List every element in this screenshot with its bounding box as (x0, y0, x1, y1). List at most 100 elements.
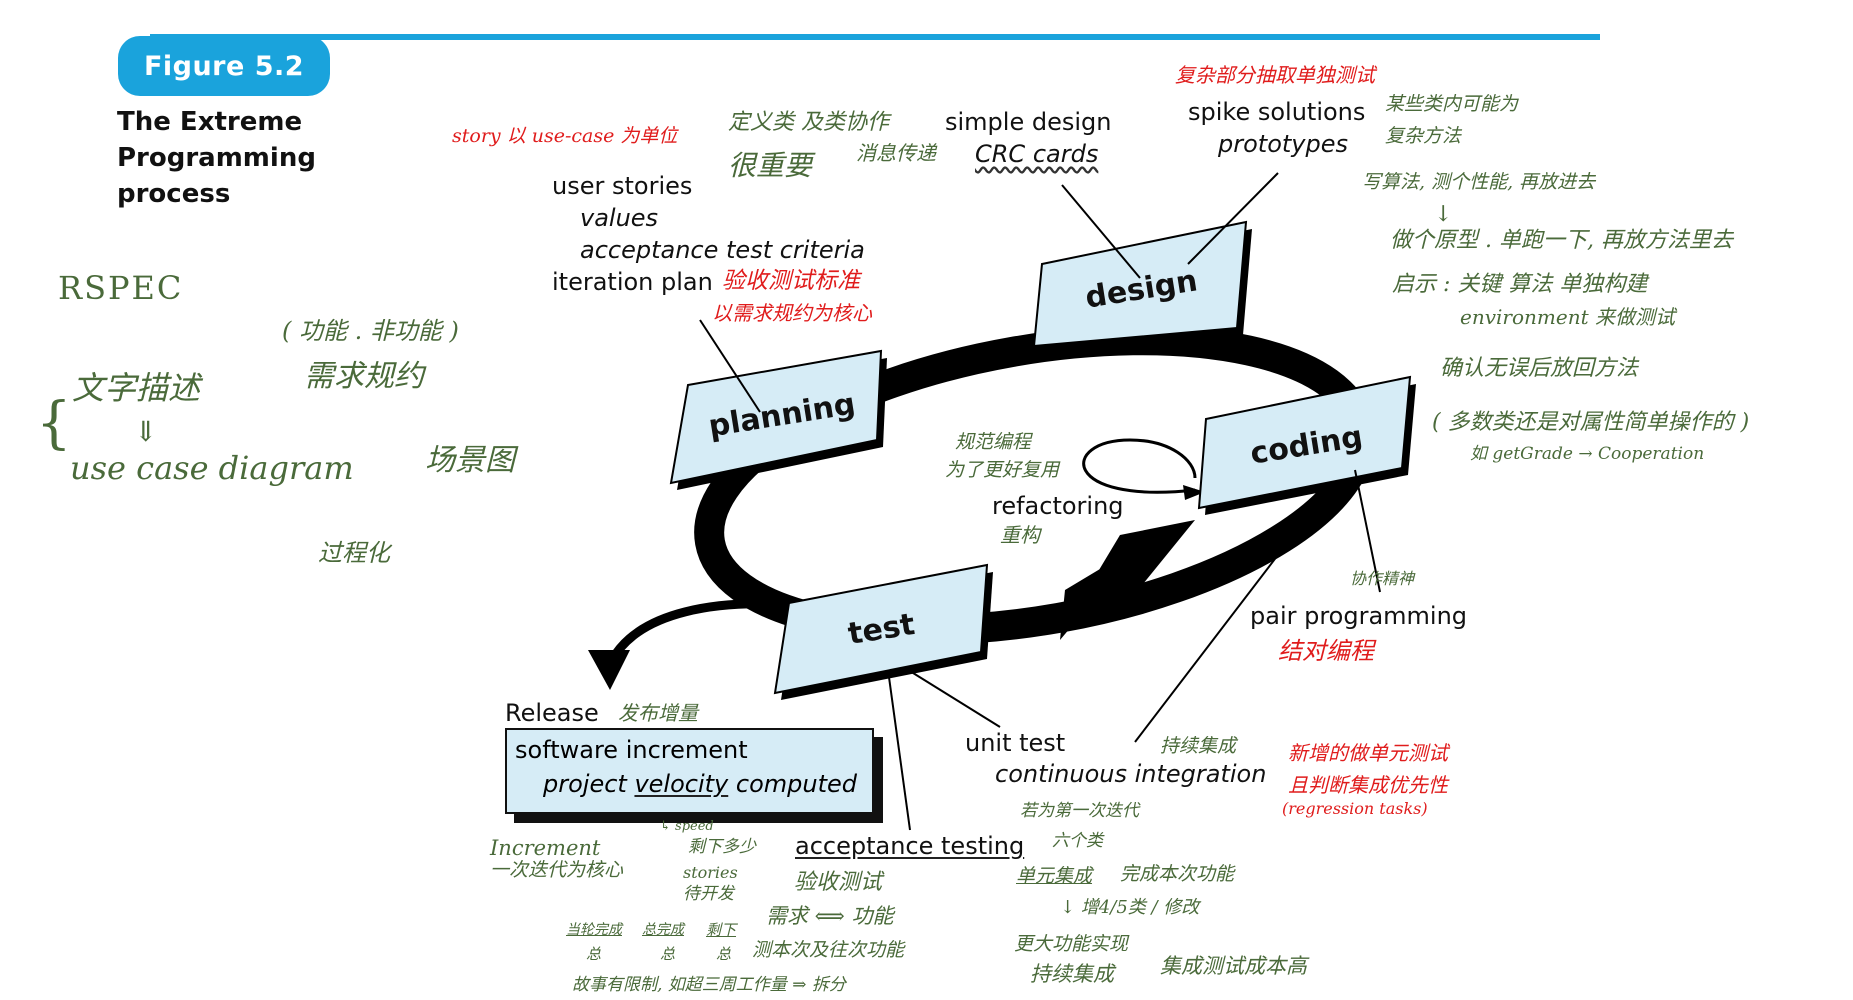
note-prototype: 做个原型 . 单跑一下, 再放方法里去 (1390, 228, 1733, 253)
label-prototypes: prototypes (1218, 130, 1348, 158)
label-acceptance-testing: acceptance testing (795, 832, 1025, 860)
note-story-use-case: story 以 use-case 为单位 (452, 125, 678, 147)
note-stories: stories (683, 863, 738, 882)
label-refactoring: refactoring (992, 492, 1124, 520)
label-continuous-integration: continuous integration (995, 760, 1267, 788)
note-done-this-round: 当轮完成 (566, 922, 622, 938)
note-func-nonfunc: ( 功能 . 非功能 ) (282, 317, 459, 345)
figure-number-tab: Figure 5.2 (118, 36, 330, 96)
note-total-2: 总 (660, 945, 676, 963)
label-crc-cards: CRC cards (945, 138, 1111, 170)
note-remaining2: 剩下 (706, 921, 737, 939)
note-continuous-cn: 持续集成 (1160, 735, 1237, 757)
label-spike-solutions: spike solutions (1188, 98, 1366, 126)
label-release: Release (505, 699, 599, 727)
label-user-stories: user stories (552, 172, 693, 200)
refactoring-loop-arrowhead (1183, 485, 1205, 500)
leader-design-spike (1187, 172, 1279, 265)
figure-title-line-3: process (117, 179, 231, 209)
note-bigger-func: 更大功能实现 (1014, 933, 1129, 955)
note-done-total: 总完成 (642, 922, 684, 938)
note-total-1: 总 (586, 945, 602, 963)
note-brace: { (36, 391, 72, 456)
note-iteration-core: 一次迭代为核心 (490, 859, 624, 881)
note-class-method-1: 某些类内可能为 (1385, 93, 1519, 115)
label-iteration-plan: iteration plan (552, 268, 713, 296)
cycle-arrowhead-tip (1060, 545, 1140, 640)
label-simple-design: simple design (945, 108, 1112, 136)
spike-inputs: spike solutions prototypes (1188, 96, 1365, 160)
note-important: 很重要 (728, 149, 813, 182)
note-judge-integ: 且判断集成优先性 (1288, 773, 1448, 797)
note-procedural: 过程化 (318, 539, 390, 567)
note-test-this-prev: 测本次及往次功能 (752, 939, 905, 961)
project-velocity-post: computed (728, 770, 857, 798)
leader-design-simple (1061, 184, 1141, 279)
label-acceptance-criteria: acceptance test criteria (580, 236, 865, 264)
project-velocity-pre: project (543, 770, 635, 798)
crc-cards-text: CRC cards (975, 140, 1099, 168)
label-software-increment: software increment (515, 736, 748, 764)
note-standard-coding: 规范编程 (955, 431, 1032, 453)
note-collaboration: 协作精神 (1350, 569, 1415, 588)
note-to-develop: 待开发 (683, 884, 734, 904)
note-class-method-2: 复杂方法 (1385, 125, 1462, 147)
note-first-iter: 若为第一次迭代 (1020, 801, 1139, 821)
coding-box-shape (1197, 375, 1416, 515)
note-req-func: 需求 ⟺ 功能 (766, 904, 894, 928)
test-box-shape (773, 563, 993, 700)
label-project-velocity: project velocity computed (543, 770, 857, 798)
design-inputs: simple design CRC cards (945, 106, 1111, 170)
leader-test-unit (904, 667, 1001, 728)
figure-top-rule (150, 34, 1600, 40)
note-define-class: 定义类 及类协作 (728, 110, 889, 135)
release-exit-arrowhead (588, 650, 630, 690)
note-confirm: 确认无误后放回方法 (1440, 356, 1639, 381)
note-story-limit: 故事有限制, 如超三周工作量 ⇒ 拆分 (572, 975, 846, 995)
leader-coding-ci (1134, 499, 1321, 743)
refactoring-loop-arrow (1082, 438, 1197, 494)
note-integ-cost: 集成测试成本高 (1160, 954, 1307, 978)
note-unit-integ: 单元集成 (1016, 865, 1093, 887)
note-req-spec: 需求规约 (304, 359, 424, 394)
cycle-arrowhead (1075, 520, 1195, 610)
note-release-incr: 发布增量 (618, 701, 698, 725)
note-rspec: RSPEC (58, 269, 184, 307)
note-complete-func: 完成本次功能 (1120, 863, 1235, 885)
note-message-passing: 消息传递 (856, 141, 936, 165)
leader-test-acceptance (887, 669, 911, 831)
note-refactor-cn: 重构 (1000, 523, 1040, 547)
label-values: values (580, 204, 659, 232)
release-box: software increment project velocity comp… (505, 728, 874, 814)
figure-title: The Extreme Programming process (117, 104, 377, 212)
note-write-algo: 写算法, 测个性能, 再放进去 (1362, 171, 1596, 193)
design-box-shape (1032, 220, 1252, 353)
planning-box-shape (669, 349, 887, 490)
release-exit-arrow (608, 599, 791, 663)
label-pair-programming: pair programming (1250, 602, 1468, 630)
note-increment: Increment (490, 836, 601, 860)
note-continuous-cn2: 持续集成 (1030, 962, 1114, 986)
note-double-arrow: ⇓ (134, 415, 158, 448)
velocity-word: velocity (634, 770, 729, 798)
label-unit-test: unit test (965, 729, 1066, 757)
note-scene-diagram: 场景图 (425, 443, 515, 478)
note-use-case-diagram: use case diagram (70, 449, 354, 487)
note-add-classes: ↓ 增4/5类 / 修改 (1060, 897, 1200, 918)
note-new-unit-test: 新增的做单元测试 (1288, 741, 1448, 765)
leader-planning (699, 319, 761, 413)
note-environment: environment 来做测试 (1460, 305, 1675, 329)
note-six-classes: 六个类 (1052, 831, 1103, 851)
note-acceptance-test-cn: 验收测试 (794, 870, 883, 895)
note-acceptance-std: 验收测试标准 (722, 268, 860, 294)
note-get-grade: 如 getGrade → Cooperation (1470, 444, 1705, 464)
note-most-classes: ( 多数类还是对属性简单操作的 ) (1432, 410, 1750, 435)
note-remaining: 剩下多少 (688, 837, 756, 857)
note-spike: 复杂部分抽取单独测试 (1175, 63, 1375, 87)
note-speed: ↳ speed (660, 819, 714, 834)
note-regression: (regression tasks) (1282, 799, 1428, 818)
note-arrow-down: ↓ (1434, 202, 1453, 227)
note-pair-cn: 结对编程 (1278, 637, 1374, 665)
note-better-reuse: 为了更好复用 (945, 459, 1060, 481)
note-text-desc: 文字描述 (72, 369, 201, 407)
